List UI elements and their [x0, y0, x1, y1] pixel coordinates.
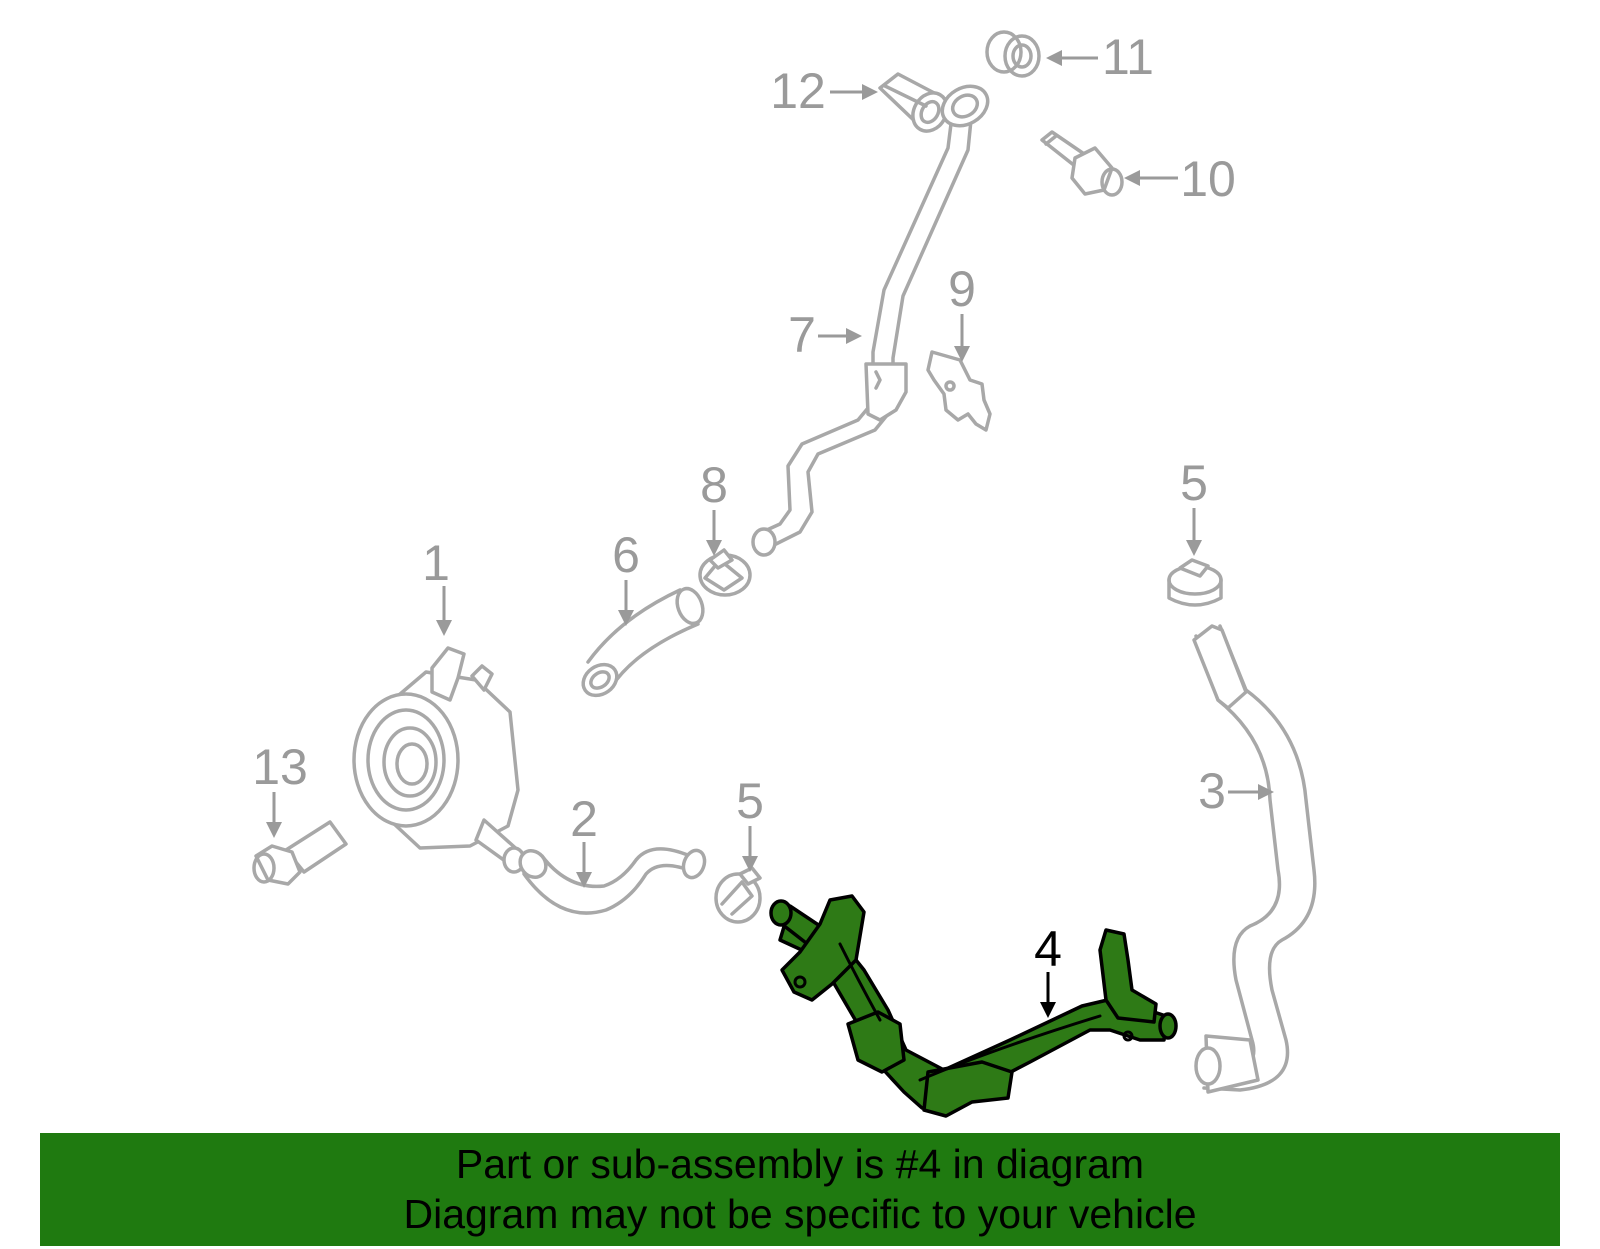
- banner-line-1: Part or sub-assembly is #4 in diagram: [455, 1141, 1145, 1187]
- callout-label-6: 6: [612, 527, 640, 583]
- part-9-bracket: [926, 350, 992, 432]
- part-3-hose: [1192, 624, 1317, 1094]
- callout-3: 3: [1198, 763, 1274, 819]
- part-8-clamp: [698, 548, 752, 597]
- callout-label-9: 9: [948, 261, 976, 317]
- callout-label-2: 2: [570, 791, 598, 847]
- callout-label-8: 8: [700, 457, 728, 513]
- callout-label-12: 12: [770, 63, 826, 119]
- part-13-bolt: [252, 820, 348, 886]
- callout-label-3: 3: [1198, 763, 1226, 819]
- part-5-clamp-lower: [714, 866, 762, 924]
- callout-label-5-upper: 5: [1180, 455, 1208, 511]
- callout-5-upper: 5: [1180, 455, 1208, 556]
- callout-label-10: 10: [1180, 151, 1236, 207]
- callout-label-1: 1: [422, 535, 450, 591]
- part-7-pipe: [751, 84, 990, 557]
- callout-10: 10: [1124, 151, 1236, 207]
- callout-label-5-lower: 5: [736, 773, 764, 829]
- part-1-oil-cooler: [352, 646, 526, 874]
- part-6-hose: [581, 586, 705, 698]
- callout-13: 13: [252, 739, 308, 838]
- callout-label-11: 11: [1102, 29, 1154, 85]
- callout-1: 1: [422, 535, 452, 636]
- callout-9: 9: [948, 261, 976, 362]
- callout-5-lower: 5: [736, 773, 764, 872]
- parts-diagram: 1 2 3 4 5 5 6 7 8: [252, 29, 1317, 1118]
- part-10-bolt: [1040, 130, 1124, 197]
- part-11-orings: [985, 30, 1041, 78]
- callout-label-7: 7: [788, 307, 816, 363]
- banner-line-2: Diagram may not be specific to your vehi…: [403, 1191, 1197, 1237]
- callout-12: 12: [770, 63, 878, 119]
- callout-11: 11: [1046, 29, 1154, 85]
- callout-6: 6: [612, 527, 640, 626]
- callout-8: 8: [700, 457, 728, 556]
- part-5-clamp-upper: [1167, 558, 1223, 607]
- callout-4: 4: [1034, 921, 1062, 1018]
- part-2-hose: [518, 847, 707, 915]
- notice-banner: Part or sub-assembly is #4 in diagram Di…: [40, 1133, 1560, 1246]
- part-12-sleeve: [878, 72, 949, 133]
- callout-7: 7: [788, 307, 862, 363]
- callout-2: 2: [570, 791, 598, 888]
- part-4-water-pipe: [769, 894, 1178, 1118]
- callout-label-4: 4: [1034, 921, 1062, 977]
- callout-label-13: 13: [252, 739, 308, 795]
